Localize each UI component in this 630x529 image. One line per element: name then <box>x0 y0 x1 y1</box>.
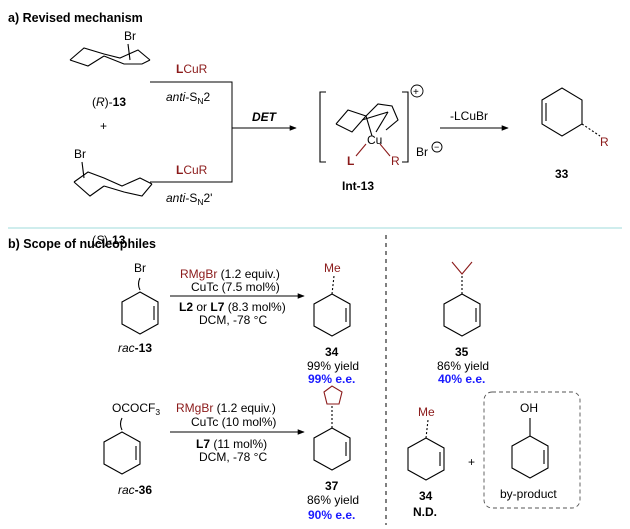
intermediate-label: Int-13 <box>342 179 374 193</box>
product-37-label: 37 <box>325 479 339 493</box>
product-34b-label: 34 <box>419 489 433 503</box>
section-b-title: b) Scope of nucleophiles <box>8 237 156 251</box>
substrate-r-label: (R)-13 <box>92 95 126 109</box>
elimination-label: -LCuBr <box>450 109 488 123</box>
intermediate-bracket: + <box>319 84 424 163</box>
ligand-l: L <box>347 154 354 168</box>
row2-cond2: CuTc (10 mol%) <box>191 415 276 429</box>
product-34b-me: Me <box>418 405 435 419</box>
product-37-yield: 86% yield <box>307 493 359 507</box>
group-r: R <box>391 154 400 168</box>
product-34b-structure: Me <box>407 405 445 481</box>
plus-sign-b: + <box>468 455 475 469</box>
row1-cond3: L2 or L7 (8.3 mol%) <box>179 300 286 314</box>
product-35-ee: 40% e.e. <box>438 372 485 386</box>
row2-cond4: DCM, -78 °C <box>199 450 267 464</box>
product-35-structure <box>443 261 481 337</box>
substrate-r-structure: Br <box>69 29 151 67</box>
product-35-yield: 86% yield <box>437 359 489 373</box>
byproduct-oh: OH <box>520 401 538 415</box>
byproduct-structure: OH <box>511 401 549 479</box>
product-33-structure: R <box>541 87 609 149</box>
row1-cond2: CuTc (7.5 mol%) <box>191 280 280 294</box>
product-37-ee: 90% e.e. <box>308 508 355 522</box>
row2-cond1: RMgBr (1.2 equiv.) <box>176 401 276 415</box>
substrate-r-br: Br <box>124 29 136 43</box>
product-34-label: 34 <box>325 345 339 359</box>
intermediate-structure: Cu L R <box>335 103 400 168</box>
plus-sign-a: + <box>100 119 107 133</box>
product-34b-nd: N.D. <box>413 505 437 519</box>
substrate-s-structure: Br <box>73 147 153 197</box>
row2-cond3: L7 (11 mol%) <box>196 437 267 451</box>
product-34-structure: Me <box>313 261 351 337</box>
product-34-yield: 99% yield <box>307 359 359 373</box>
rac13-br: Br <box>134 261 146 275</box>
rac13-label: rac-13 <box>118 341 152 355</box>
product-37-structure <box>313 385 351 471</box>
substrate-s-br: Br <box>74 147 86 161</box>
cu-atom: Cu <box>367 133 382 147</box>
rac36-lg: OCOCF3 <box>112 401 160 417</box>
bromide-ion: Br <box>416 145 428 159</box>
product-33-r: R <box>600 135 609 149</box>
substrate-s-label: (S)-13 <box>92 233 126 247</box>
top-branch-line <box>150 81 233 128</box>
plus-charge: + <box>413 87 419 98</box>
product-34-ee: 99% e.e. <box>308 372 355 386</box>
product-34-me: Me <box>324 261 341 275</box>
bottom-branch-line <box>150 128 233 183</box>
reagent-top: LCuR <box>176 62 208 76</box>
row1-cond1: RMgBr (1.2 equiv.) <box>180 267 280 281</box>
product-35-label: 35 <box>455 345 469 359</box>
byproduct-box <box>483 391 581 509</box>
minus-charge: − <box>434 142 439 152</box>
det-label: DET <box>252 110 278 124</box>
rac36-structure: OCOCF3 <box>103 401 160 475</box>
product-33-label: 33 <box>555 167 569 181</box>
rac36-label: rac-36 <box>118 483 152 497</box>
mechanism-top: anti-SN2 <box>166 90 211 106</box>
row1-cond4: DCM, -78 °C <box>199 313 267 327</box>
byproduct-label: by-product <box>500 487 557 501</box>
section-a-title: a) Revised mechanism <box>8 11 143 25</box>
reagent-bottom: LCuR <box>176 163 208 177</box>
mechanism-bottom: anti-SN2' <box>166 191 212 207</box>
rac13-structure: Br <box>121 261 159 335</box>
